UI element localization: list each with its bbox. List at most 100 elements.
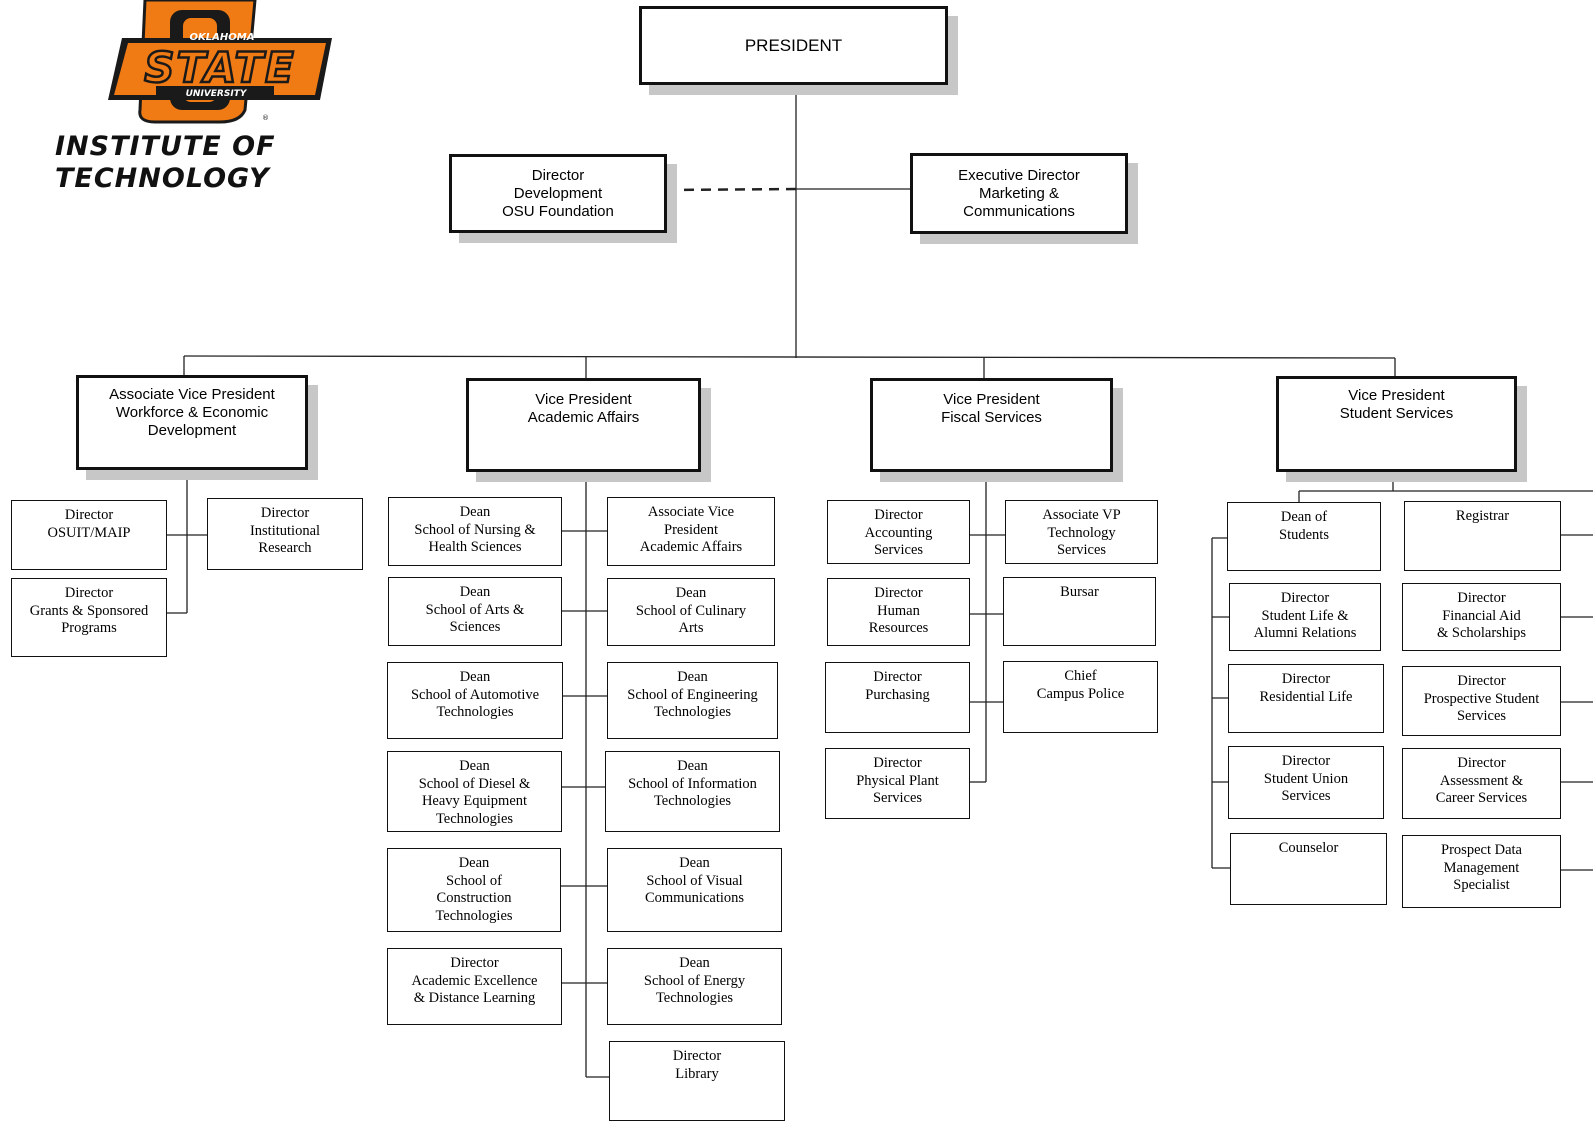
box-label-line: School of Culinary	[635, 602, 747, 619]
box-label-line: & Scholarships	[1436, 625, 1526, 641]
box-label-line: President	[664, 521, 718, 538]
box-label-line: Director	[1281, 671, 1331, 687]
box-label-line: Prospective Student	[1423, 690, 1540, 707]
box-label-line: Services	[1456, 708, 1507, 724]
box-label-line: Dean of	[1280, 509, 1328, 525]
box-label-line: Resources	[868, 620, 929, 636]
box-label-line: Dean	[459, 504, 491, 520]
box-label-line: Director	[874, 507, 923, 523]
box-label-line: Dean	[677, 758, 708, 774]
unit-box: Counselor	[1230, 833, 1387, 905]
box-label-line: Residential Life	[1259, 688, 1353, 705]
logo-bottom-text: UNIVERSITY	[186, 89, 248, 99]
box-label-line: Associate Vice	[647, 504, 735, 520]
box-label-line: Student Union	[1263, 770, 1349, 787]
dotted-connector	[666, 187, 797, 192]
box-label-line: Services	[873, 542, 924, 558]
logo-trademark: ®	[262, 114, 269, 122]
box-label-line: Workforce & Economic	[115, 404, 269, 421]
box-label-line: Development	[513, 184, 603, 202]
box-label-line: Programs	[61, 620, 117, 636]
box-label-line: Research	[258, 540, 312, 556]
box-label-line: Technologies	[435, 907, 513, 924]
box-label-line: Bursar	[1060, 584, 1099, 600]
box-label-line: Technologies	[435, 810, 514, 827]
logo-mark: OKLAHOMA STATE UNIVERSITY ®	[108, 0, 332, 124]
box-label-line: Director	[1280, 590, 1330, 606]
box-label-line: Dean	[459, 669, 491, 685]
box-label-line: OSUIT/MAIP	[47, 524, 131, 541]
unit-box: Registrar	[1404, 501, 1561, 571]
box-label-line: Physical Plant	[856, 772, 939, 789]
box-label-line: Vice President	[1348, 387, 1445, 404]
box-label-line: Director	[450, 955, 499, 971]
box-label-line: Academic Excellence	[411, 972, 538, 989]
box-label-line: Communications	[963, 202, 1075, 220]
box-label-line: Dean	[677, 669, 708, 685]
box-label-line: Technologies	[653, 793, 732, 809]
box-label-line: PRESIDENT	[744, 35, 843, 55]
box-label-line: Student Services	[1339, 405, 1454, 422]
osu-logo: OKLAHOMA STATE UNIVERSITY ®	[50, 0, 350, 200]
box-label-line: Technologies	[655, 990, 734, 1006]
box-label-line: Prospect Data	[1441, 842, 1522, 858]
box-label-line: Grants & Sponsored	[29, 602, 149, 619]
box-label-line: OSU Foundation	[502, 202, 614, 220]
box-label-line: Dean	[679, 955, 710, 971]
box-label-line: Management	[1443, 859, 1520, 876]
box-label-line: Director	[1457, 755, 1506, 771]
president-box: PRESIDENT	[639, 6, 948, 85]
box-label-line: School of Information	[628, 775, 757, 792]
box-label-line: School of Visual	[646, 872, 743, 889]
box-label-line: Executive Director	[958, 166, 1080, 184]
institute-line-1: INSTITUTE OF	[55, 131, 276, 162]
box-label-line: School of Automotive	[410, 686, 540, 703]
box-label-line: Arts	[678, 620, 704, 636]
box-label-line: Construction	[436, 890, 512, 906]
box-label-line: Services	[1281, 788, 1331, 804]
logo-main-text: STATE	[144, 43, 295, 92]
box-label-line: Director	[531, 166, 585, 184]
box-label-line: Students	[1279, 526, 1329, 543]
box-label-line: Sciences	[449, 619, 501, 635]
box-label-line: School of Arts &	[425, 601, 525, 618]
box-label-line: Vice President	[943, 391, 1040, 408]
box-label-line: Career Services	[1435, 790, 1528, 806]
box-label-line: Academic Affairs	[639, 539, 743, 555]
box-label-line: Accounting	[864, 524, 933, 541]
box-label-line: Technologies	[653, 704, 732, 720]
box-label-line: School of Energy	[643, 972, 746, 989]
box-label-line: Technology	[1047, 524, 1116, 541]
box-label-line: Heavy Equipment	[421, 793, 528, 809]
box-label-line: Institutional	[249, 522, 321, 539]
box-label-line: Dean	[675, 585, 707, 601]
box-label-line: Technologies	[436, 704, 514, 720]
box-label-line: Fiscal Services	[941, 409, 1042, 426]
box-label-line: Director	[1281, 753, 1331, 769]
